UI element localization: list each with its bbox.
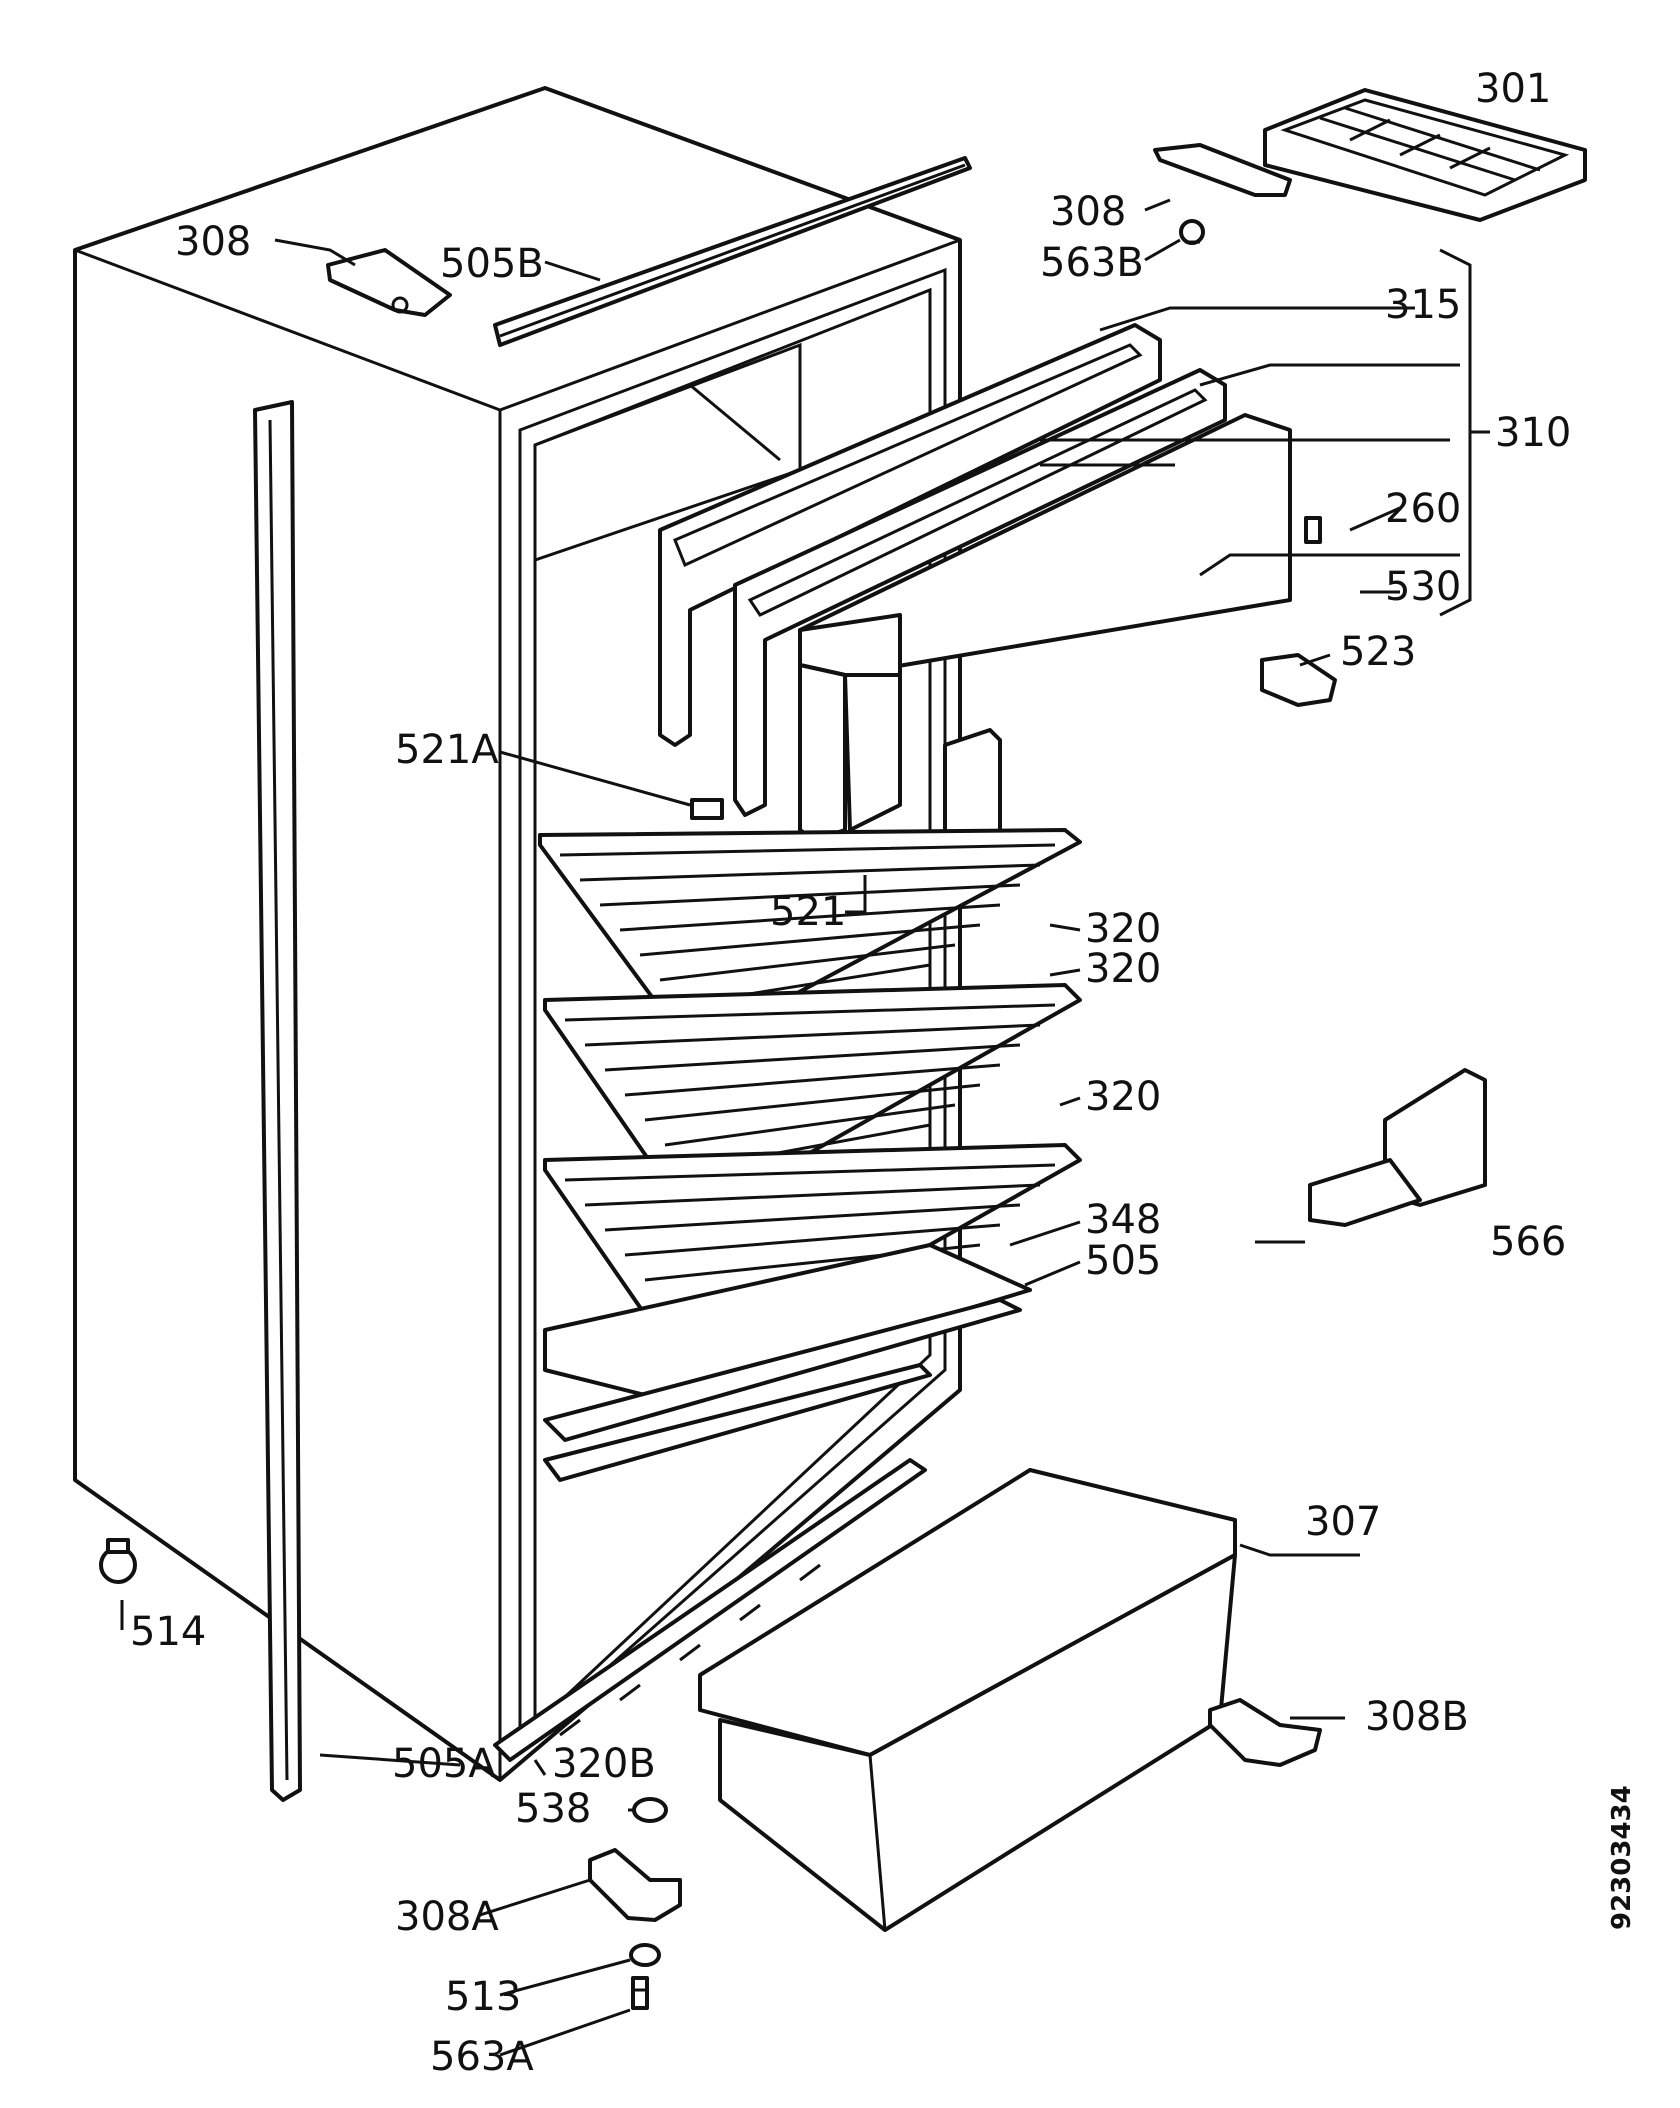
label-505b: 505B: [440, 241, 544, 287]
door-seal-rail-505a: [253, 400, 302, 1802]
label-505a: 505A: [392, 1741, 496, 1787]
label-513: 513: [445, 1974, 521, 2020]
hinge-308-top-left: [326, 248, 452, 317]
label-505: 505: [1085, 1238, 1161, 1284]
adjustable-foot-514: [99, 1538, 137, 1584]
top-trim-505b: [493, 156, 972, 347]
hinge-308-top-right: [1153, 143, 1292, 197]
egg-rack-566: [1308, 1068, 1487, 1227]
label-538: 538: [515, 1786, 591, 1832]
label-308-top-right: 308: [1050, 189, 1126, 235]
bracket-310: [1439, 248, 1490, 617]
label-301: 301: [1475, 66, 1551, 112]
label-307: 307: [1305, 1499, 1381, 1545]
label-514: 514: [130, 1609, 206, 1655]
cover-538: [632, 1797, 668, 1823]
ice-tray-301: [1263, 88, 1587, 222]
leader-lines: [120, 198, 1460, 2057]
screw-563b: [1179, 219, 1205, 245]
label-320-c: 320: [1085, 1074, 1161, 1120]
label-308-top-left: 308: [175, 219, 251, 265]
label-308b: 308B: [1365, 1694, 1469, 1740]
rail-320b: [493, 1458, 927, 1762]
label-320b: 320B: [552, 1741, 656, 1787]
door-catch-260: [1304, 516, 1322, 544]
label-320-a: 320: [1085, 906, 1161, 952]
document-number: 92303434: [1607, 1785, 1637, 1930]
label-521a: 521A: [395, 727, 499, 773]
freezer-door-frame-315: [658, 323, 1162, 747]
label-530: 530: [1385, 564, 1461, 610]
label-315: 315: [1385, 282, 1461, 328]
label-260: 260: [1385, 486, 1461, 532]
label-308a: 308A: [395, 1894, 499, 1940]
glass-shelf-348: [543, 1243, 1032, 1442]
crisper-cover-505: [543, 1363, 932, 1482]
freezer-door-inner-panel: [733, 368, 1227, 817]
label-348: 348: [1085, 1197, 1161, 1243]
label-523: 523: [1340, 629, 1416, 675]
label-310: 310: [1495, 410, 1571, 456]
label-563a: 563A: [430, 2034, 534, 2080]
bush-513: [629, 1943, 661, 1967]
door-catch-523: [1260, 653, 1337, 707]
hinge-308a: [588, 1848, 682, 1922]
label-563b: 563B: [1040, 240, 1144, 286]
shelf-320-top: [538, 828, 1082, 1047]
screw-563a: [631, 1976, 649, 2010]
label-320-b: 320: [1085, 946, 1161, 992]
label-566: 566: [1490, 1219, 1566, 1265]
hinge-308b: [1208, 1698, 1322, 1767]
label-521: 521: [770, 889, 846, 935]
